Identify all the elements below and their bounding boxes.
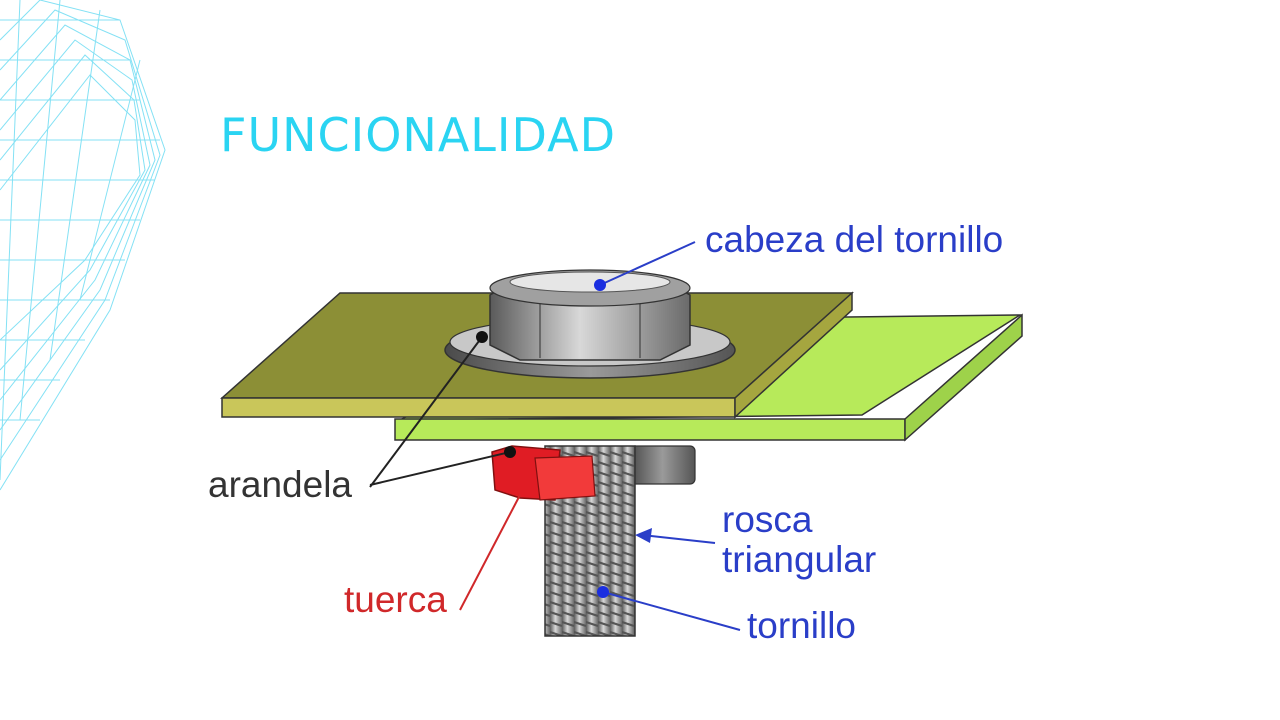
label-head: cabeza del tornillo (705, 219, 1003, 260)
nut (491, 445, 596, 501)
leader-lines (369, 241, 741, 631)
slide-title: FUNCIONALIDAD (220, 108, 617, 162)
bolt-assembly-diagram: cabeza del tornillo arandela rosca trian… (208, 219, 1023, 646)
label-washer: arandela (208, 464, 352, 505)
wireframe-decoration (0, 0, 166, 491)
bolt-head (489, 269, 691, 361)
nut-back (629, 445, 696, 485)
label-thread-line1: rosca (722, 499, 813, 540)
label-thread-line2: triangular (722, 539, 876, 580)
label-nut: tuerca (344, 579, 447, 620)
label-bolt: tornillo (747, 605, 856, 646)
